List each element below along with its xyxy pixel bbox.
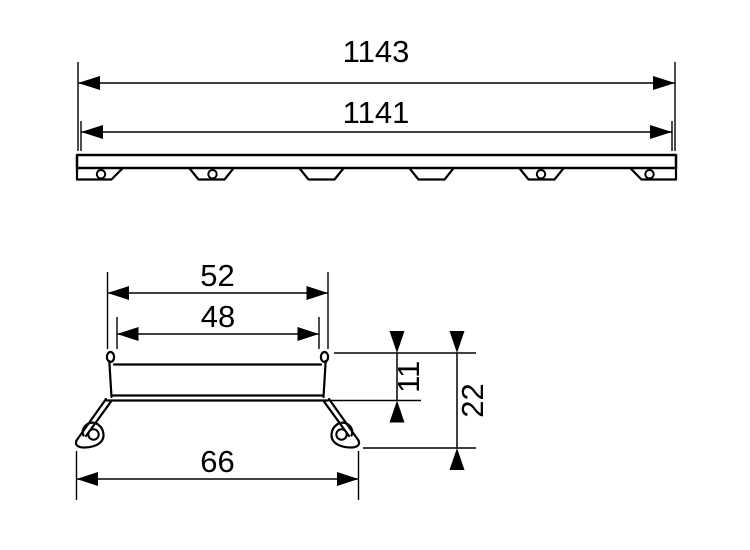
arrowhead-top-icon <box>449 331 465 353</box>
mounting-tab <box>518 167 565 181</box>
dimension-outer-width: 52 <box>106 258 329 349</box>
tab-hole <box>535 169 547 180</box>
tab-hole <box>644 169 655 180</box>
mounting-tab <box>629 166 678 181</box>
left-leg-outer <box>75 397 108 442</box>
dimension-foot-width: 66 <box>75 444 360 500</box>
right-foot-eye <box>335 428 348 441</box>
left-foot-eye <box>87 428 100 441</box>
dimension-channel-depth: 11 <box>389 331 426 423</box>
mounting-tab <box>408 167 455 181</box>
arrowhead-bottom-icon <box>389 400 405 423</box>
left-foot-curl <box>74 421 105 449</box>
right-leg-outer <box>327 397 360 442</box>
side-view: 1143 1141 <box>75 34 678 181</box>
dimension-inner-length: 1141 <box>80 95 673 151</box>
right-rim-bead <box>319 350 330 364</box>
dim-label-overall-length: 1143 <box>343 34 410 69</box>
arrowhead-left-icon <box>117 327 139 341</box>
arrowhead-right-icon <box>650 125 672 139</box>
arrowhead-right-icon <box>653 76 675 90</box>
channel-rail <box>75 153 678 181</box>
arrowhead-bottom-icon <box>449 448 465 470</box>
left-rim-bead <box>105 350 116 364</box>
arrowhead-left-icon <box>81 125 103 139</box>
dimension-overall-length: 1143 <box>77 34 676 151</box>
arrowhead-left-icon <box>76 472 98 486</box>
dimension-overall-height: 22 <box>449 331 490 470</box>
rail-body <box>75 153 678 170</box>
dimension-inner-width: 48 <box>116 299 320 349</box>
arrowhead-left-icon <box>107 286 129 300</box>
arrowhead-top-icon <box>389 331 405 353</box>
channel-profile <box>74 350 361 449</box>
arrowhead-right-icon <box>297 327 319 341</box>
cross-section: 52 48 <box>74 258 490 500</box>
mounting-tab <box>188 167 235 181</box>
dim-label-foot-width: 66 <box>200 444 234 479</box>
right-wall <box>322 359 327 399</box>
right-foot-curl <box>330 421 361 449</box>
dim-label-overall-height: 22 <box>455 383 490 417</box>
mounting-tab <box>298 167 345 181</box>
left-wall <box>108 359 113 399</box>
arrowhead-right-icon <box>306 286 328 300</box>
dim-label-inner-length: 1141 <box>343 95 410 130</box>
dim-label-outer-width: 52 <box>200 258 234 293</box>
dim-label-channel-depth: 11 <box>391 361 426 393</box>
tab-hole <box>95 169 107 180</box>
tab-hole <box>207 169 218 180</box>
arrowhead-right-icon <box>337 472 359 486</box>
dim-label-inner-width: 48 <box>201 299 235 334</box>
mounting-tab <box>75 166 124 181</box>
arrowhead-left-icon <box>78 76 100 90</box>
